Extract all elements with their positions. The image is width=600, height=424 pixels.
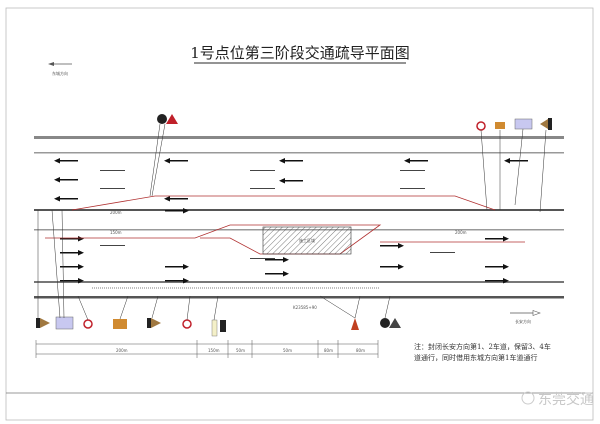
lane-arrow-right-icon (60, 264, 84, 270)
median-line-top (34, 209, 564, 211)
lane-arrow-left-icon (164, 158, 188, 164)
no-overtaking-sign-icon (380, 318, 390, 328)
lane-arrow-right-icon (380, 264, 404, 270)
bottom-signs (36, 209, 401, 337)
speed-limit-sign-icon (182, 319, 192, 329)
dim-label: 150m (110, 230, 122, 235)
warning-sign-icon (389, 318, 401, 328)
lane-arrow-right-icon (165, 264, 189, 270)
dim-label: 50m (283, 348, 292, 353)
lane-arrow-left-icon (54, 158, 78, 164)
info-board-icon (55, 316, 74, 330)
lane-arrow-left-icon (54, 177, 78, 183)
direction-left-label: 东城方向 (52, 70, 68, 76)
lane-arrow-right-icon (485, 264, 509, 270)
stake-label: K23585+90 (293, 305, 317, 310)
arrow-board-icon (540, 119, 548, 129)
lane-markings (100, 170, 455, 259)
lane-arrows-left (54, 158, 528, 202)
lane-arrow-right-icon (265, 257, 289, 263)
lane-arrow-left-icon (279, 178, 303, 184)
lane-arrow-left-icon (504, 158, 528, 164)
direction-right-label: 长安方向 (515, 318, 531, 324)
lane-arrow-right-icon (380, 243, 404, 249)
note-line-1: 注：封闭长安方向第1、2车道，保留3、4车 (414, 342, 551, 351)
work-zone (262, 226, 352, 255)
dim-label: 80m (324, 348, 333, 353)
light-board-icon (220, 320, 226, 332)
road-edge-bottom (34, 296, 564, 299)
lane-arrow-right-icon (265, 271, 289, 277)
lane-arrow-right-icon (60, 250, 84, 256)
lane-arrow-left-icon (54, 196, 78, 202)
work-zone-label: 施工区域 (299, 237, 315, 243)
direction-left-arrow-icon (48, 62, 72, 66)
lane-arrow-right-icon (60, 278, 84, 284)
lane-arrow-right-icon (60, 236, 84, 242)
speed-limit-sign-icon (476, 121, 486, 131)
top-signs (149, 114, 552, 213)
lane-arrow-right-icon (485, 236, 509, 242)
lane-arrow-right-icon (165, 208, 189, 214)
road-line (34, 152, 564, 154)
construction-sign-icon (495, 122, 505, 129)
wechat-logo-icon (521, 391, 535, 405)
lane-arrow-right-icon (485, 278, 509, 284)
watermark: 东莞交通 (521, 391, 594, 408)
dimension-lines (35, 340, 379, 358)
dim-label: 200m (110, 210, 122, 215)
lane-arrow-right-icon (165, 278, 189, 284)
speed-limit-sign-icon (83, 319, 93, 329)
lane-arrows-right (60, 208, 509, 284)
no-overtaking-sign-icon (157, 114, 167, 124)
arrow-board-icon (40, 318, 50, 328)
lane-arrow-left-icon (164, 196, 188, 202)
direction-right-arrow-icon (510, 310, 541, 316)
cone-lines (45, 195, 525, 289)
road-edge-top (34, 136, 564, 139)
note-line-2: 道通行，同时借用东城方向第1车道通行 (414, 353, 537, 362)
lane-arrow-left-icon (404, 158, 428, 164)
construction-sign-icon (113, 319, 127, 329)
traffic-cone-icon (351, 318, 359, 330)
road-line-lower (34, 281, 564, 283)
dim-label: 200m (455, 230, 467, 235)
delineator-icon (211, 319, 218, 337)
dim-label: 80m (356, 348, 365, 353)
lane-arrow-left-icon (279, 158, 303, 164)
frame (5, 7, 594, 421)
info-board-icon (514, 118, 533, 130)
dim-label: 200m (116, 348, 128, 353)
arrow-board-icon (151, 318, 161, 328)
dim-label: 50m (236, 348, 245, 353)
dim-label: 150m (208, 348, 220, 353)
watermark-text: 东莞交通 (538, 391, 594, 408)
warning-sign-icon (166, 114, 178, 124)
diagram-title: 1号点位第三阶段交通疏导平面图 (190, 44, 410, 62)
